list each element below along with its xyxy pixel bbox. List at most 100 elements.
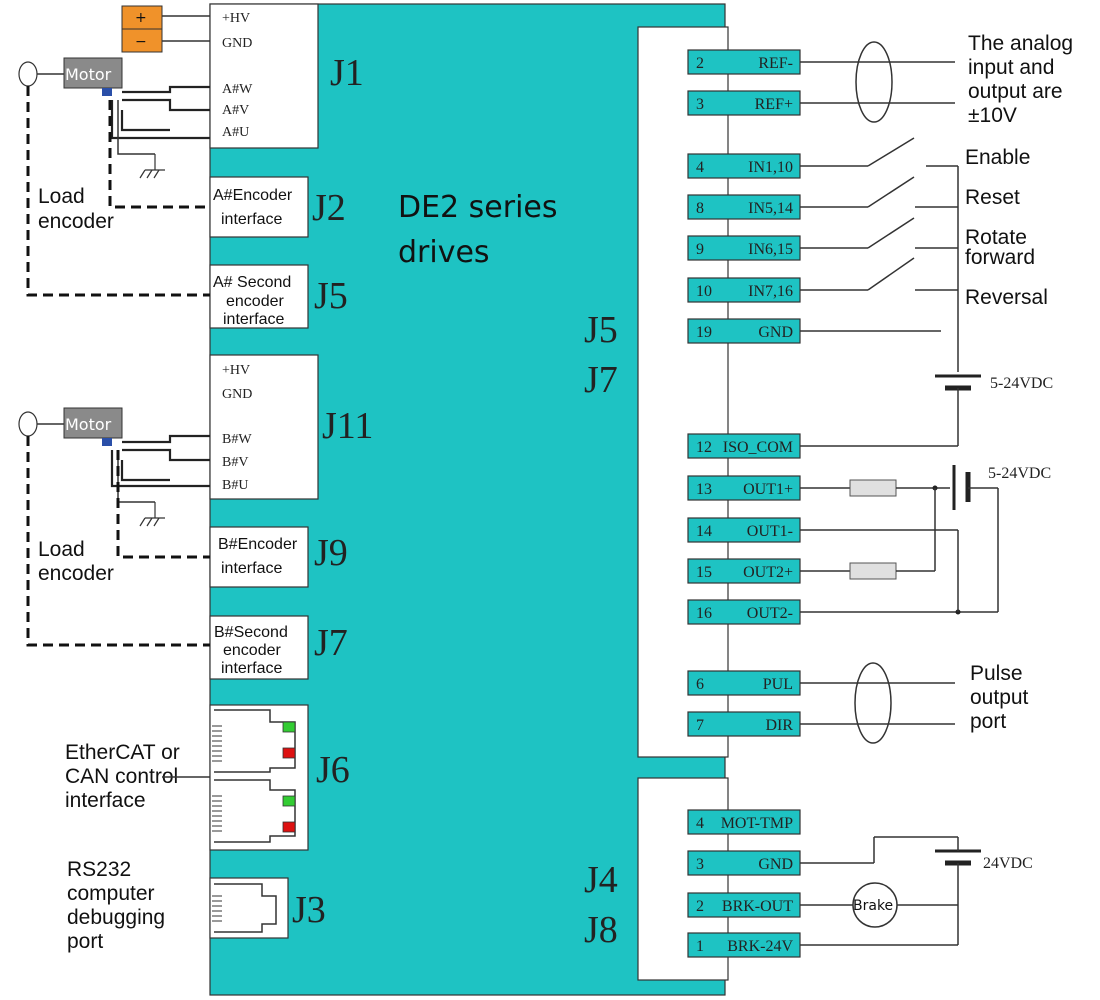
analog-twist-ellipse [855, 41, 893, 123]
motor-a-label: Motor [65, 65, 112, 84]
pin-number: 2 [696, 55, 704, 72]
j5-j7-pin-8: 8 IN5,14 [687, 194, 801, 220]
input-label-forward: forward [965, 246, 1035, 269]
input-label-enable: Enable [965, 146, 1030, 169]
j11-terminal-u: B#U [222, 478, 248, 493]
pin-number: 7 [696, 717, 704, 734]
pin-name: BRK-24V [727, 938, 793, 955]
pin-name: IN1,10 [748, 159, 793, 176]
connector-j3-label: J3 [292, 889, 326, 931]
pin-number: 19 [696, 324, 712, 341]
connector-j1-box [209, 3, 319, 149]
pin-name: IN6,15 [748, 241, 793, 258]
supply-24v-label: 24VDC [983, 855, 1033, 872]
connector-j2-label: J2 [312, 187, 346, 229]
j2-label-line-2: interface [221, 211, 282, 228]
j6-led-green-2 [282, 795, 296, 807]
connector-j7-box [209, 615, 309, 680]
group-label-j5: J5 [584, 309, 618, 351]
drive-title-line-2: drives [398, 235, 490, 270]
j7-label-line-2: encoder [223, 642, 281, 659]
connector-j5-label: J5 [314, 275, 348, 317]
pin-name: IN7,16 [748, 283, 793, 300]
j5-j7-pin-15: 15 OUT2+ [687, 558, 801, 584]
motor-a [18, 57, 123, 96]
connector-j9-label: J9 [314, 532, 348, 574]
pulse-label-line-2: output [970, 686, 1029, 709]
j11-terminal-hv: +HV [222, 363, 250, 378]
load-encoder-b-line-1: Load [38, 538, 85, 561]
ethercat-label-line-3: interface [65, 789, 146, 812]
pin-name: OUT2+ [743, 564, 793, 581]
j7-label-line-3: interface [221, 660, 282, 677]
j1-terminal-gnd: GND [222, 36, 252, 51]
input-label-reversal: Reversal [965, 286, 1048, 309]
ground-symbol-b [139, 502, 165, 527]
input-label-rotate: Rotate [965, 226, 1027, 249]
pin-number: 8 [696, 200, 704, 217]
drive-title-line-1: DE2 series [398, 190, 558, 225]
brake-label: Brake [853, 898, 893, 914]
output-wiring [800, 465, 999, 615]
connector-j6-rj45 [209, 704, 309, 851]
j7-label-line-1: B#Second [214, 624, 288, 641]
pin-number: 1 [696, 938, 704, 955]
pin-name: OUT2- [747, 605, 793, 622]
j5-label-line-2: encoder [226, 293, 284, 310]
j1-terminal-u: A#U [222, 125, 249, 140]
pin-name: ISO_COM [723, 439, 793, 456]
j4-j8-pin-1: 1 BRK-24V [687, 932, 801, 958]
pin-number: 3 [696, 856, 704, 873]
pin-number: 2 [696, 898, 704, 915]
analog-label-line-3: output are [968, 80, 1063, 103]
pin-number: 12 [696, 439, 712, 456]
pin-number: 3 [696, 96, 704, 113]
j1-terminal-w: A#W [222, 82, 253, 97]
ground-symbol-a [139, 154, 165, 179]
battery-symbol-1 [935, 374, 981, 446]
analog-label-line-1: The analog [968, 32, 1073, 55]
j5-label-line-3: interface [223, 311, 284, 328]
rs232-label-line-2: computer [67, 882, 155, 905]
pin-name: BRK-OUT [722, 898, 793, 915]
load-encoder-a-line-2: encoder [38, 210, 114, 233]
j6-led-red-2 [282, 821, 296, 833]
rs232-label-line-4: port [67, 930, 103, 953]
analog-label-line-2: input and [968, 56, 1054, 79]
group-label-j4: J4 [584, 859, 618, 901]
pin-name: GND [758, 324, 793, 341]
j5-j7-pin-7: 7 DIR [687, 711, 801, 737]
pin-name: PUL [763, 676, 793, 693]
connector-j9-box [209, 526, 309, 588]
ethercat-label-line-1: EtherCAT or [65, 741, 180, 764]
group-label-j7: J7 [584, 359, 618, 401]
connector-j7-label: J7 [314, 622, 348, 664]
ethercat-label-line-2: CAN control [65, 765, 178, 788]
connector-j5-box [209, 264, 309, 329]
pin-name: OUT1+ [743, 481, 793, 498]
pin-name: IN5,14 [748, 200, 793, 217]
pin-number: 16 [696, 605, 712, 622]
input-label-reset: Reset [965, 186, 1020, 209]
pin-number: 13 [696, 481, 712, 498]
pin-name: DIR [765, 717, 793, 734]
j6-led-red-1 [282, 747, 296, 759]
pin-name: GND [758, 856, 793, 873]
pin-number: 15 [696, 564, 712, 581]
connector-j11-box [209, 354, 319, 500]
power-minus-sign: − [135, 34, 147, 50]
group-label-j8: J8 [584, 909, 618, 951]
j5-j7-pin-12: 12 ISO_COM [687, 433, 801, 459]
rs232-label-line-3: debugging [67, 906, 165, 929]
j11-terminal-w: B#W [222, 432, 252, 447]
j9-label-line-2: interface [221, 560, 282, 577]
